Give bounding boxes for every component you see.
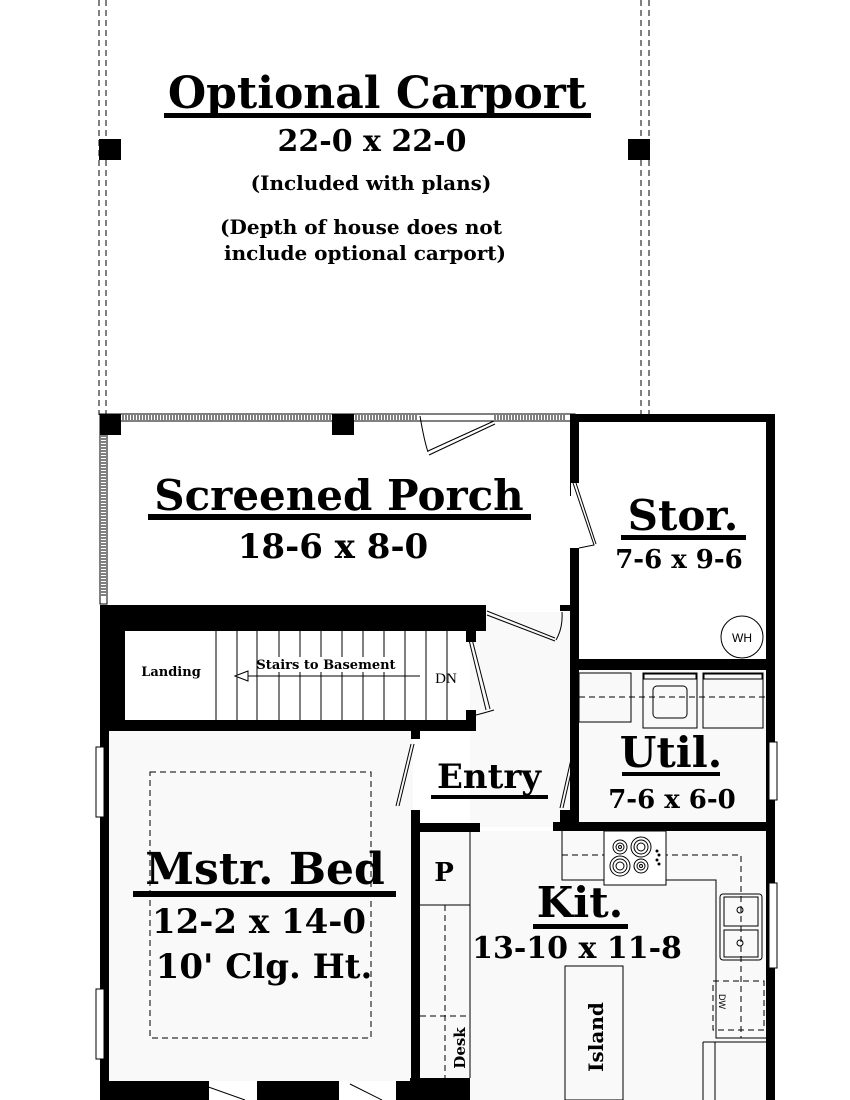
storage-name: Stor. [628, 491, 739, 540]
stair-door[interactable] [468, 638, 495, 716]
utility-name: Util. [620, 728, 723, 777]
porch-door[interactable] [419, 415, 496, 456]
pantry-desk [420, 831, 471, 1078]
carport-note-included: (Included with plans) [251, 171, 492, 195]
carport-note-depth-2: include optional carport) [224, 241, 506, 265]
island-label: Island [584, 1002, 608, 1072]
carport-post-right [628, 139, 650, 160]
utility-dimensions: 7-6 x 6-0 [608, 785, 736, 815]
entry-name: Entry [437, 757, 542, 797]
svg-text:DW: DW [717, 994, 727, 1009]
entry-underline [431, 795, 548, 799]
pantry-label: P [434, 858, 454, 888]
porch-post-mid [332, 414, 354, 435]
entry-door-top[interactable] [486, 610, 563, 642]
water-heater-icon: WH [720, 615, 764, 659]
desk-label: Desk [451, 1027, 469, 1069]
landing-label: Landing [141, 665, 201, 680]
tray-ceiling-outline [149, 771, 372, 1039]
washer-dryer [578, 672, 766, 729]
porch-underline [148, 514, 531, 520]
cooktop-icon [603, 830, 667, 886]
utility-underline [622, 772, 720, 776]
carport-dimensions: 22-0 x 22-0 [278, 124, 467, 159]
carport-outline [98, 0, 650, 415]
porch-post-corner [100, 414, 121, 435]
storage-underline [621, 535, 746, 540]
windows [95, 741, 778, 1060]
kitchen-dimensions: 13-10 x 11-8 [472, 931, 682, 966]
master-bed-underline [133, 891, 396, 897]
svg-text:WH: WH [732, 631, 752, 645]
dishwasher [712, 980, 765, 1031]
bedroom-door[interactable] [395, 743, 415, 807]
bottom-fixtures [111, 1083, 383, 1100]
sink-icon [719, 893, 763, 961]
porch-dimensions: 18-6 x 8-0 [238, 527, 428, 567]
master-bed-name: Mstr. Bed [145, 844, 385, 895]
storage-dimensions: 7-6 x 9-6 [615, 545, 743, 575]
carport-note-depth-1: (Depth of house does not [220, 215, 503, 239]
stairs-direction: DN [435, 671, 457, 687]
carport-title-underline [164, 113, 591, 118]
kitchen-underline [533, 924, 628, 929]
master-bed-ceiling: 10' Clg. Ht. [156, 947, 373, 987]
master-bed-dimensions: 12-2 x 14-0 [152, 902, 366, 942]
carport-post-left [99, 139, 121, 160]
stairs-label: Stairs to Basement [256, 658, 395, 673]
stairs[interactable] [215, 631, 448, 720]
carport-title: Optional Carport [168, 68, 587, 119]
utility-door[interactable] [559, 745, 578, 809]
kitchen-counters: DW [561, 831, 766, 1100]
kitchen-island [564, 965, 624, 1100]
storage-door[interactable] [571, 482, 597, 549]
porch-name: Screened Porch [154, 471, 523, 520]
kitchen-name: Kit. [537, 878, 623, 927]
